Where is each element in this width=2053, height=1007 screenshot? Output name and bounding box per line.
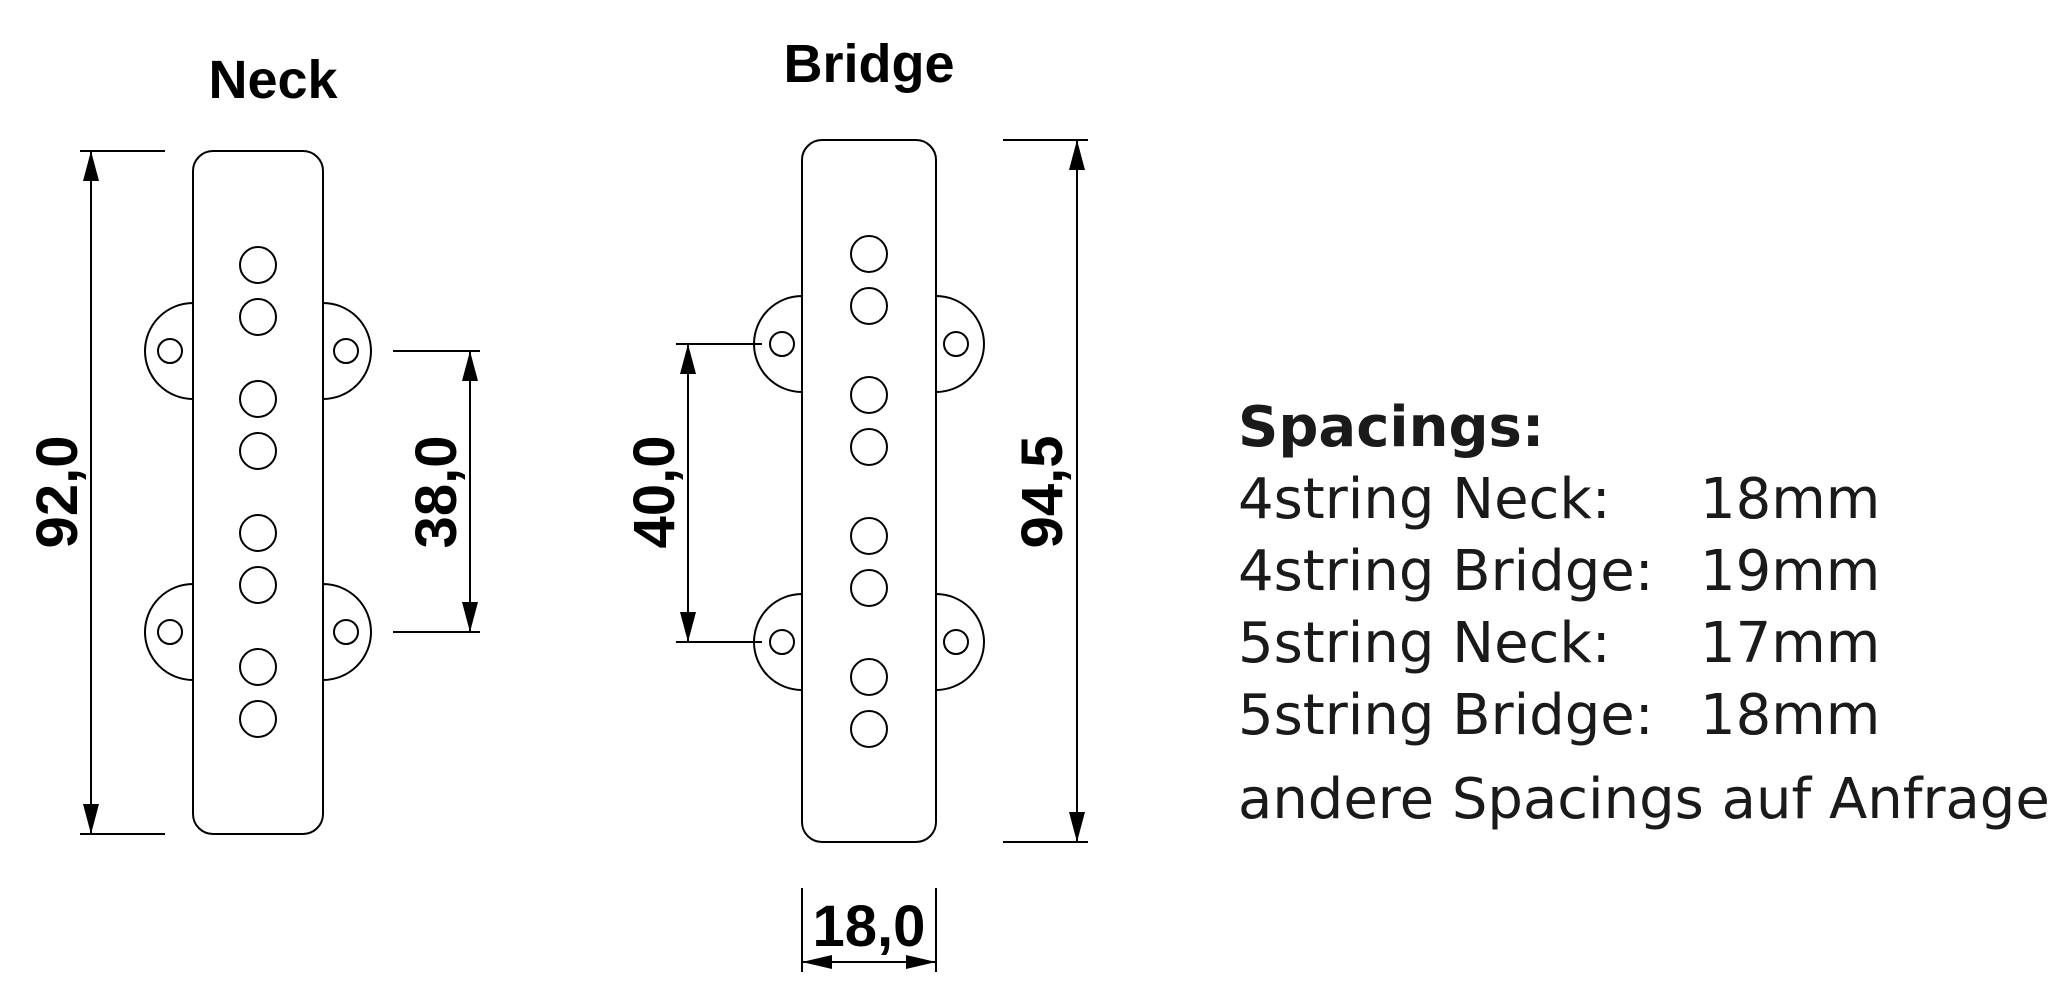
spacing-row-value: 18mm bbox=[1700, 683, 1881, 748]
bridge-ear-bottom-left bbox=[753, 592, 803, 692]
spacing-row-name: 5string Bridge: bbox=[1238, 683, 1654, 748]
bridge-pole-piece bbox=[850, 428, 888, 466]
bridge-pole-piece bbox=[850, 658, 888, 696]
neck-pole-pieces bbox=[239, 246, 277, 738]
bridge-ear-top-left bbox=[753, 294, 803, 394]
bridge-width-dimension bbox=[801, 888, 937, 972]
spacing-row: 4string Neck: 18mm bbox=[1238, 464, 2050, 536]
spacings-heading: Spacings: bbox=[1238, 395, 1545, 460]
spacing-row: 5string Bridge: 18mm bbox=[1238, 680, 2050, 752]
neck-title: Neck bbox=[208, 50, 338, 110]
bridge-pole-piece bbox=[850, 235, 888, 273]
spacings-panel: Spacings: 4string Neck: 18mm 4string Bri… bbox=[1238, 392, 2050, 836]
bridge-ear-spacing-label: 40,0 bbox=[622, 436, 687, 549]
neck-pole-piece bbox=[239, 380, 277, 418]
neck-pole-piece bbox=[239, 298, 277, 336]
bridge-title: Bridge bbox=[783, 34, 954, 94]
neck-ear-bottom-right bbox=[322, 582, 372, 682]
bridge-pole-piece bbox=[850, 287, 888, 325]
bridge-pickup bbox=[676, 139, 1088, 972]
spacing-row-name: 4string Neck: bbox=[1238, 467, 1611, 532]
neck-ear-top-left bbox=[144, 301, 194, 401]
bridge-pole-piece bbox=[850, 569, 888, 607]
neck-pole-piece bbox=[239, 566, 277, 604]
bridge-ear-spacing-dimension bbox=[676, 343, 762, 643]
neck-ear-top-right bbox=[322, 301, 372, 401]
neck-ear-spacing-dimension bbox=[393, 350, 480, 633]
spacing-row-value: 18mm bbox=[1700, 467, 1881, 532]
neck-pole-piece bbox=[239, 514, 277, 552]
neck-ear-spacing-label: 38,0 bbox=[404, 436, 469, 549]
bridge-pickup-body bbox=[801, 139, 937, 843]
spacing-row-name: 5string Neck: bbox=[1238, 611, 1611, 676]
neck-pole-piece bbox=[239, 700, 277, 738]
neck-pole-piece bbox=[239, 432, 277, 470]
bridge-height-label: 94,5 bbox=[1010, 436, 1075, 549]
bridge-width-label: 18,0 bbox=[813, 894, 926, 959]
spacing-row-name: 4string Bridge: bbox=[1238, 539, 1654, 604]
neck-pickup-body bbox=[192, 150, 324, 835]
bridge-pole-piece bbox=[850, 710, 888, 748]
bridge-ear-bottom-right bbox=[935, 592, 985, 692]
bridge-pole-piece bbox=[850, 376, 888, 414]
neck-pickup bbox=[80, 150, 480, 835]
spacing-row: 4string Bridge: 19mm bbox=[1238, 536, 2050, 608]
neck-height-label: 92,0 bbox=[25, 436, 90, 549]
spacing-row-value: 17mm bbox=[1700, 611, 1881, 676]
neck-height-dimension bbox=[80, 150, 165, 835]
bridge-pole-piece bbox=[850, 517, 888, 555]
bridge-height-dimension bbox=[1003, 139, 1088, 843]
neck-pole-piece bbox=[239, 648, 277, 686]
bridge-pole-pieces bbox=[850, 235, 888, 748]
bridge-ear-top-right bbox=[935, 294, 985, 394]
spacing-row-value: 19mm bbox=[1700, 539, 1881, 604]
spacing-row: 5string Neck: 17mm bbox=[1238, 608, 2050, 680]
neck-pole-piece bbox=[239, 246, 277, 284]
neck-ear-bottom-left bbox=[144, 582, 194, 682]
spacings-note: andere Spacings auf Anfrage bbox=[1238, 767, 2050, 832]
